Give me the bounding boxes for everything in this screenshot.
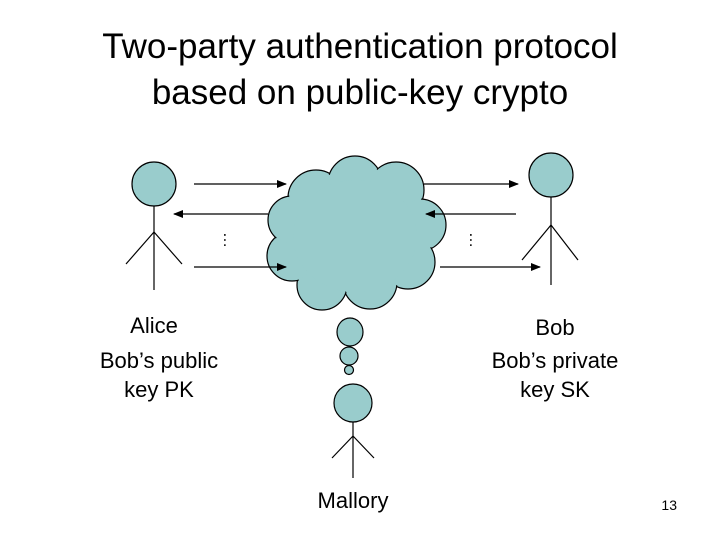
alice-knowledge-label: Bob’s public key PK	[69, 346, 249, 404]
bubble-large	[337, 318, 363, 346]
alice-name-label: Alice	[104, 311, 204, 340]
bob-knowledge-line-2: key SK	[465, 375, 645, 404]
bob-knowledge-line-1: Bob’s private	[465, 346, 645, 375]
mallory-name-label: Mallory	[293, 486, 413, 515]
bubble-small	[345, 366, 354, 375]
alice-figure	[126, 162, 182, 290]
alice-knowledge-line-2: key PK	[69, 375, 249, 404]
mallory-figure	[332, 384, 374, 478]
bob-figure	[522, 153, 578, 285]
network-cloud	[267, 156, 446, 310]
ellipsis-left: …	[220, 232, 237, 248]
page-number: 13	[661, 497, 677, 513]
ellipsis-right: …	[466, 232, 483, 248]
alice-knowledge-line-1: Bob’s public	[69, 346, 249, 375]
bob-head	[529, 153, 573, 197]
bubble-medium	[340, 347, 358, 365]
thought-bubbles	[337, 318, 363, 375]
bob-knowledge-label: Bob’s private key SK	[465, 346, 645, 404]
bob-name-label: Bob	[505, 313, 605, 342]
alice-head	[132, 162, 176, 206]
mallory-head	[334, 384, 372, 422]
